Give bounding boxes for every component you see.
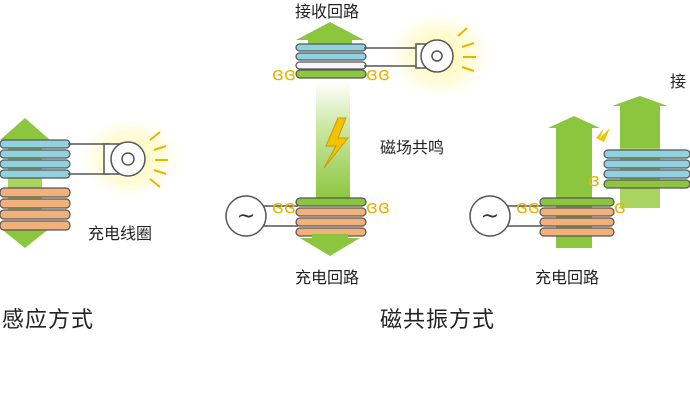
ac-source-icon: ~ [225,195,267,237]
light-bulb-icon [103,131,168,188]
charging-coil [0,187,71,231]
field-arrow-up-icon [296,22,364,46]
induction-diagram [0,113,185,248]
coil-swirl-left: ɞɞ [516,197,540,218]
resonance-diagram-variant: ɞ ɞɞ ɞ ~ [469,96,690,248]
field-arrow-down-icon [300,234,360,256]
label-charging-circuit-right: 充电回路 [535,268,600,287]
field-arrow-up-icon [612,96,668,150]
lightning-bolt-icon [596,128,610,142]
caption-induction-method: 感应方式 [2,308,95,333]
charging-coil [506,197,615,237]
light-bulb-icon [415,27,476,73]
charging-coil [262,197,367,237]
label-magnetic-resonance: 磁场共鸣 [380,138,445,157]
label-receive-circuit: 接收回路 [295,2,360,21]
ac-source-symbol: ~ [237,204,255,229]
label-charging-circuit: 充电回路 [295,268,360,287]
coil-swirl-right: ɞɞ [366,64,390,85]
receiver-coil [295,43,420,79]
ac-source-icon: ~ [469,195,511,237]
ac-source-symbol: ~ [481,204,499,229]
coil-swirl-right: ɞɞ [366,197,390,218]
label-charging-coil: 充电线圈 [88,224,153,243]
coil-swirl-left: ɞɞ [272,64,296,85]
label-receive-circuit-right: 接 [670,72,687,91]
receiver-coil [603,149,690,189]
lightning-bolt-icon [323,117,350,169]
coil-swirl-left: ɞ [588,170,600,191]
coil-swirl-right: ɞ [614,197,626,218]
resonance-diagram: ɞɞ ɞɞ ɞɞ ɞɞ ~ [225,7,498,256]
receiver-coil [0,139,110,179]
coil-swirl-left: ɞɞ [272,197,296,218]
caption-resonance-method: 磁共振方式 [380,308,496,333]
